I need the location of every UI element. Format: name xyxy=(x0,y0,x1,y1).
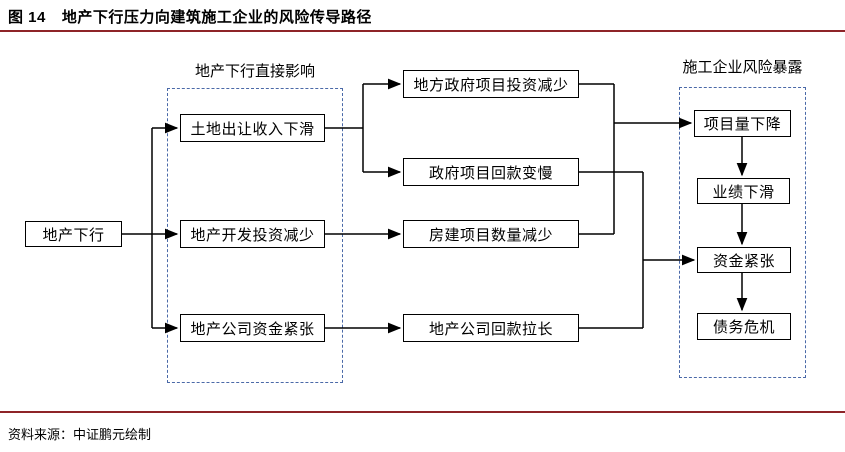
node-gov-project-payback-slower: 政府项目回款变慢 xyxy=(403,158,579,186)
figure-source: 资料来源：中证鹏元绘制 xyxy=(8,427,152,442)
group-label-risk-exposure: 施工企业风险暴露 xyxy=(682,59,803,76)
node-funding-tight: 资金紧张 xyxy=(697,247,791,273)
node-developer-cash-tight: 地产公司资金紧张 xyxy=(180,314,325,342)
figure-number: 图 14 xyxy=(8,9,46,26)
node-housing-project-count-decrease: 房建项目数量减少 xyxy=(403,220,579,248)
connector-merge-funding xyxy=(579,171,644,329)
connector-land-split xyxy=(325,84,364,172)
figure-title: 地产下行压力向建筑施工企业的风险传导路径 xyxy=(61,9,372,26)
node-land-sale-revenue-decline: 土地出让收入下滑 xyxy=(180,114,325,142)
group-label-direct-impact: 地产下行直接影响 xyxy=(194,63,315,80)
node-real-estate-downturn: 地产下行 xyxy=(25,221,122,247)
node-performance-decline: 业绩下滑 xyxy=(697,178,790,204)
group-risk-exposure xyxy=(679,87,806,378)
connector-merge-projects xyxy=(579,83,615,235)
node-project-volume-decline: 项目量下降 xyxy=(694,110,791,137)
bottom-divider xyxy=(0,411,845,413)
figure-header: 图 14 地产下行压力向建筑施工企业的风险传导路径 xyxy=(8,6,372,27)
node-dev-investment-decrease: 地产开发投资减少 xyxy=(180,220,325,248)
top-divider xyxy=(0,30,845,32)
node-local-gov-project-investment-decrease: 地方政府项目投资减少 xyxy=(403,70,579,98)
node-debt-crisis: 债务危机 xyxy=(697,313,791,340)
node-developer-payback-longer: 地产公司回款拉长 xyxy=(403,314,579,342)
